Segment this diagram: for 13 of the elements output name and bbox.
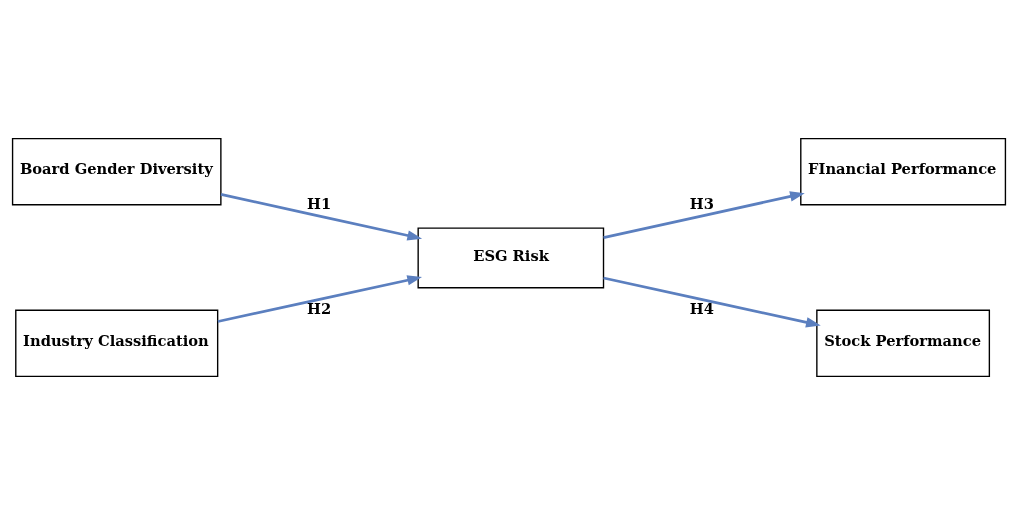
edge-label: H3: [689, 195, 714, 213]
arrow: [603, 276, 821, 328]
node-box: Stock Performance: [816, 309, 991, 377]
arrow: [220, 193, 423, 241]
edge-label: H1: [307, 195, 332, 213]
edge-label: H2: [307, 299, 332, 317]
arrow: [603, 191, 805, 240]
node-box: ESG Risk: [417, 227, 605, 289]
node-box: Industry Classification: [15, 309, 219, 377]
arrow: [217, 275, 422, 323]
node-box: Board Gender Diversity: [11, 138, 222, 206]
edge-label: H4: [689, 299, 714, 317]
node-box: FInancial Performance: [800, 138, 1007, 206]
